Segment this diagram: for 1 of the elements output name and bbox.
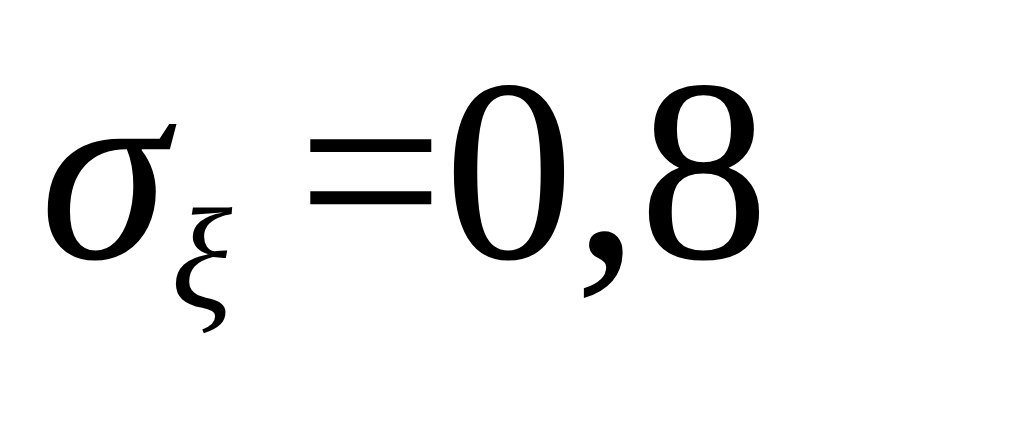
formula: σ$_{ξ}$ =0,8 xyxy=(40,40,769,333)
